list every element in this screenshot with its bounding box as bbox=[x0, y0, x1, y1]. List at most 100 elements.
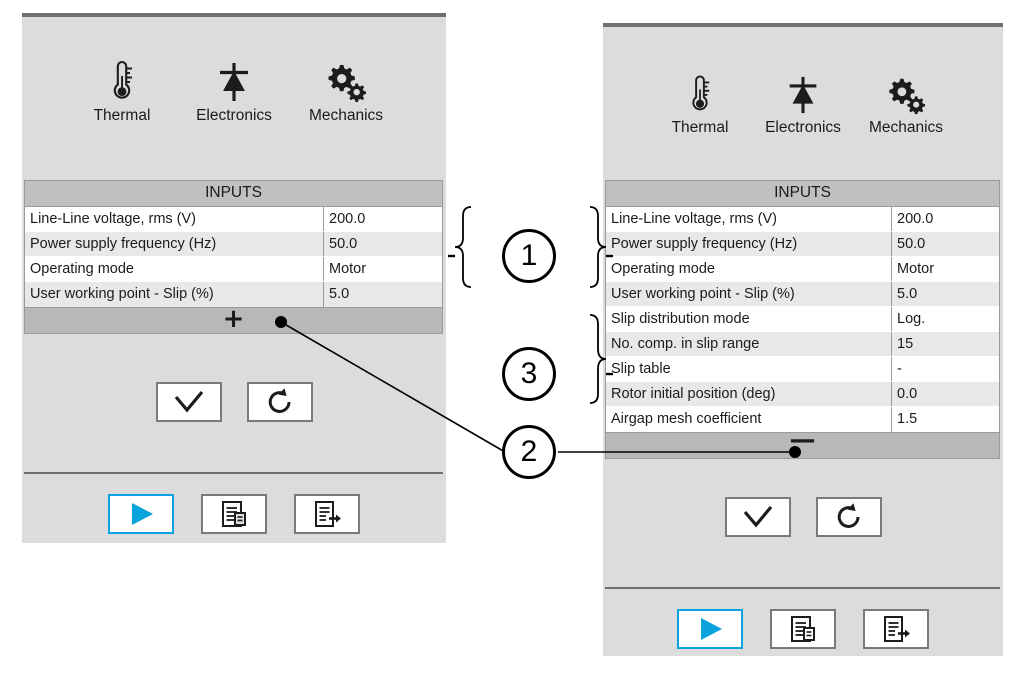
tab-thermal-label: Thermal bbox=[671, 119, 729, 136]
tab-thermal-label: Thermal bbox=[93, 107, 151, 124]
table-row[interactable]: Line-Line voltage, rms (V) 200.0 bbox=[25, 206, 442, 232]
play-icon bbox=[132, 503, 153, 525]
export-button[interactable] bbox=[294, 494, 360, 534]
collapsed-inputs-panel: Thermal Electronics bbox=[22, 13, 446, 543]
row-label: Slip distribution mode bbox=[611, 310, 750, 327]
row-label: Slip table bbox=[611, 360, 671, 377]
check-icon bbox=[174, 390, 203, 413]
left-icon-tab-bar: Thermal Electronics bbox=[22, 17, 446, 124]
brace-left-group-1 bbox=[454, 206, 472, 288]
row-label: Line-Line voltage, rms (V) bbox=[30, 210, 197, 227]
table-row[interactable]: Slip table - bbox=[606, 356, 999, 382]
row-value[interactable]: 200.0 bbox=[323, 206, 442, 231]
tab-mechanics[interactable]: Mechanics bbox=[290, 57, 402, 124]
tab-thermal[interactable]: Thermal bbox=[66, 57, 178, 124]
right-icon-tab-bar: Thermal Electronics bbox=[603, 27, 1003, 136]
table-row[interactable]: Slip distribution mode Log. bbox=[606, 306, 999, 332]
expand-inputs-button[interactable]: + bbox=[25, 306, 442, 333]
callout-3-number: 3 bbox=[520, 357, 538, 390]
row-label: Operating mode bbox=[611, 260, 715, 277]
tab-electronics-label: Electronics bbox=[765, 119, 841, 136]
report-icon bbox=[222, 501, 246, 527]
right-inputs-table: INPUTS Line-Line voltage, rms (V) 200.0 … bbox=[605, 180, 1000, 459]
expanded-inputs-panel: Thermal Electronics bbox=[603, 23, 1003, 656]
diode-icon bbox=[783, 69, 823, 115]
table-row[interactable]: Power supply frequency (Hz) 50.0 bbox=[606, 231, 999, 257]
reset-icon bbox=[837, 503, 860, 528]
collapse-inputs-button[interactable]: — bbox=[606, 427, 999, 458]
row-value[interactable]: Log. bbox=[891, 306, 999, 331]
row-label: User working point - Slip (%) bbox=[611, 285, 795, 302]
table-row[interactable]: User working point - Slip (%) 5.0 bbox=[606, 281, 999, 307]
tab-electronics[interactable]: Electronics bbox=[178, 57, 290, 124]
row-value[interactable]: 50.0 bbox=[891, 231, 999, 256]
tab-electronics-label: Electronics bbox=[196, 107, 272, 124]
tab-mechanics-label: Mechanics bbox=[308, 107, 384, 124]
report-icon bbox=[791, 616, 815, 642]
table-row[interactable]: Operating mode Motor bbox=[606, 256, 999, 282]
row-value[interactable]: 0.0 bbox=[891, 381, 999, 406]
right-action-button-row bbox=[603, 609, 1003, 649]
table-row[interactable]: No. comp. in slip range 15 bbox=[606, 331, 999, 357]
row-label: No. comp. in slip range bbox=[611, 335, 760, 352]
solve-button[interactable] bbox=[677, 609, 743, 649]
callout-1-number: 1 bbox=[520, 239, 538, 272]
row-value[interactable]: 200.0 bbox=[891, 206, 999, 231]
row-value[interactable]: 5.0 bbox=[323, 281, 442, 307]
tab-mechanics-label: Mechanics bbox=[868, 119, 944, 136]
tab-mechanics[interactable]: Mechanics bbox=[855, 69, 958, 136]
row-value[interactable]: 15 bbox=[891, 331, 999, 356]
row-label: Rotor initial position (deg) bbox=[611, 385, 776, 402]
row-label: Operating mode bbox=[30, 260, 134, 277]
check-icon bbox=[743, 505, 772, 528]
inputs-table-header: INPUTS bbox=[25, 181, 442, 207]
reset-button[interactable] bbox=[815, 497, 882, 537]
export-icon bbox=[884, 616, 910, 642]
gears-icon bbox=[885, 69, 927, 115]
row-value[interactable]: 5.0 bbox=[891, 281, 999, 306]
export-button[interactable] bbox=[863, 609, 929, 649]
inputs-table-header: INPUTS bbox=[606, 181, 999, 207]
solve-button[interactable] bbox=[108, 494, 174, 534]
row-label: User working point - Slip (%) bbox=[30, 286, 214, 303]
row-label: Power supply frequency (Hz) bbox=[611, 235, 798, 252]
tab-thermal[interactable]: Thermal bbox=[649, 69, 752, 136]
thermometer-icon bbox=[109, 57, 135, 103]
validate-button[interactable] bbox=[155, 382, 222, 422]
table-row[interactable]: Operating mode Motor bbox=[25, 256, 442, 282]
table-row[interactable]: Airgap mesh coefficient 1.5 bbox=[606, 406, 999, 432]
reset-button[interactable] bbox=[246, 382, 313, 422]
callout-2: 2 bbox=[502, 425, 556, 479]
reset-icon bbox=[268, 388, 291, 413]
report-button[interactable] bbox=[770, 609, 836, 649]
table-row[interactable]: Power supply frequency (Hz) 50.0 bbox=[25, 231, 442, 257]
export-icon bbox=[315, 501, 341, 527]
row-label: Airgap mesh coefficient bbox=[611, 411, 762, 428]
thermometer-icon bbox=[688, 69, 712, 115]
report-button[interactable] bbox=[201, 494, 267, 534]
row-label: Line-Line voltage, rms (V) bbox=[611, 210, 778, 227]
play-icon bbox=[701, 618, 722, 640]
row-value[interactable]: Motor bbox=[323, 256, 442, 281]
diode-icon bbox=[213, 57, 255, 103]
tab-electronics[interactable]: Electronics bbox=[752, 69, 855, 136]
table-row[interactable]: Rotor initial position (deg) 0.0 bbox=[606, 381, 999, 407]
gears-icon bbox=[324, 57, 368, 103]
right-confirm-button-row bbox=[603, 497, 1003, 537]
row-value[interactable]: 1.5 bbox=[891, 406, 999, 432]
table-row[interactable]: Line-Line voltage, rms (V) 200.0 bbox=[606, 206, 999, 232]
row-value[interactable]: 50.0 bbox=[323, 231, 442, 256]
right-panel-divider bbox=[605, 587, 1000, 589]
left-inputs-table: INPUTS Line-Line voltage, rms (V) 200.0 … bbox=[24, 180, 443, 334]
left-action-button-row bbox=[22, 494, 446, 534]
row-value[interactable]: Motor bbox=[891, 256, 999, 281]
table-row[interactable]: User working point - Slip (%) 5.0 bbox=[25, 281, 442, 307]
validate-button[interactable] bbox=[724, 497, 791, 537]
callout-3: 3 bbox=[502, 347, 556, 401]
row-label: Power supply frequency (Hz) bbox=[30, 235, 217, 252]
left-panel-divider bbox=[24, 472, 443, 474]
callout-1: 1 bbox=[502, 229, 556, 283]
row-value[interactable]: - bbox=[891, 356, 999, 381]
callout-2-number: 2 bbox=[520, 435, 538, 468]
